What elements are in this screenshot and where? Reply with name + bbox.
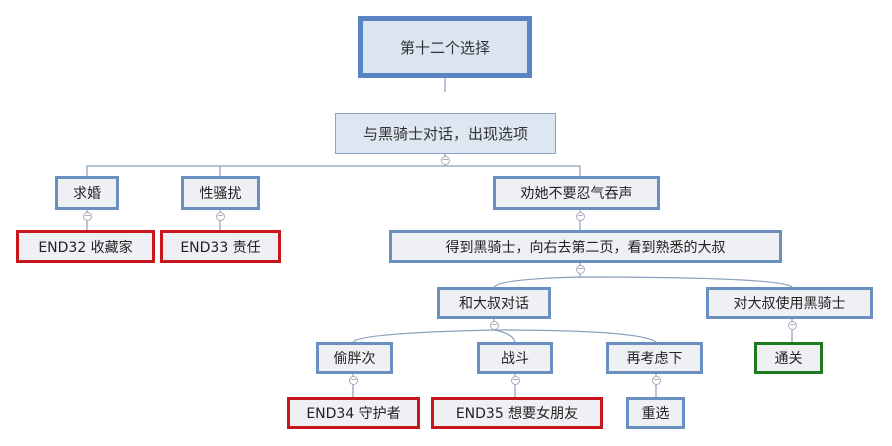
node-label: 性骚扰: [199, 186, 242, 202]
ending-end33[interactable]: END33 责任: [160, 230, 281, 263]
node-label: 战斗: [501, 351, 529, 367]
talk-uncle-node[interactable]: 和大叔对话: [437, 287, 551, 319]
node-label: 再考虑下: [626, 351, 683, 367]
option-persuade[interactable]: 劝她不要忍气吞声: [493, 176, 660, 210]
talk-node[interactable]: 与黑骑士对话，出现选项: [335, 113, 556, 154]
node-label: 对大叔使用黑骑士: [733, 296, 846, 312]
connector: [352, 329, 657, 343]
collapse-icon[interactable]: −: [576, 264, 585, 274]
collapse-icon[interactable]: −: [490, 320, 499, 330]
option-fight[interactable]: 战斗: [477, 342, 553, 374]
ending-end32[interactable]: END32 收藏家: [16, 230, 155, 263]
node-label: 与黑骑士对话，出现选项: [362, 125, 528, 143]
collapse-icon[interactable]: −: [349, 375, 358, 385]
node-label: 第十二个选择: [399, 38, 490, 57]
clear-node[interactable]: 通关: [754, 342, 823, 374]
connector: [86, 165, 581, 176]
reselect-node[interactable]: 重选: [626, 397, 685, 429]
node-label: 求婚: [73, 186, 101, 202]
node-label: 偷胖次: [333, 351, 376, 367]
collapse-icon[interactable]: −: [441, 155, 450, 165]
got-knight-node[interactable]: 得到黑骑士，向右去第二页，看到熟悉的大叔: [389, 230, 782, 263]
ending-end34[interactable]: END34 守护者: [287, 397, 420, 429]
connector: [493, 276, 793, 288]
root-node[interactable]: 第十二个选择: [358, 16, 532, 78]
option-reconsider[interactable]: 再考虑下: [606, 342, 703, 374]
collapse-icon[interactable]: −: [216, 211, 225, 221]
node-label: END32 收藏家: [38, 239, 133, 256]
option-harass[interactable]: 性骚扰: [181, 176, 260, 210]
node-label: 通关: [774, 351, 803, 367]
option-steal[interactable]: 偷胖次: [316, 342, 393, 374]
node-label: 得到黑骑士，向右去第二页，看到熟悉的大叔: [445, 239, 726, 256]
collapse-icon[interactable]: −: [83, 211, 92, 221]
node-label: 和大叔对话: [459, 296, 529, 312]
collapse-icon[interactable]: −: [511, 375, 520, 385]
collapse-icon[interactable]: −: [788, 320, 797, 330]
collapse-icon[interactable]: −: [576, 211, 585, 221]
use-knight-node[interactable]: 对大叔使用黑骑士: [706, 287, 873, 319]
node-label: END34 守护者: [306, 406, 401, 422]
node-label: END33 责任: [180, 239, 261, 256]
connector: [493, 329, 516, 343]
option-propose[interactable]: 求婚: [55, 176, 119, 210]
node-label: END35 想要女朋友: [455, 406, 579, 422]
collapse-icon[interactable]: −: [652, 375, 661, 385]
ending-end35[interactable]: END35 想要女朋友: [431, 397, 603, 429]
node-label: 劝她不要忍气吞声: [520, 186, 633, 202]
node-label: 重选: [641, 406, 670, 422]
